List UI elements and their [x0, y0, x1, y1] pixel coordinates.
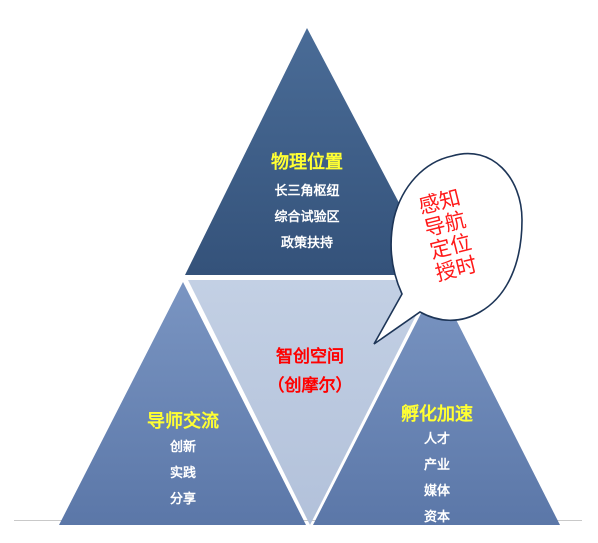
left-triangle [59, 282, 306, 525]
center-subtitle: （创摩尔） [267, 376, 353, 396]
top-item-2: 综合试验区 [274, 210, 340, 225]
right-item-3: 媒体 [423, 484, 450, 499]
center-triangle [188, 280, 434, 525]
left-title: 导师交流 [147, 411, 219, 432]
left-item-2: 实践 [169, 466, 196, 481]
right-triangle [313, 282, 560, 525]
center-title: 智创空间 [276, 347, 344, 367]
right-item-4: 资本 [423, 510, 450, 525]
right-item-1: 人才 [423, 432, 450, 447]
left-item-1: 创新 [169, 440, 196, 455]
left-item-3: 分享 [169, 492, 196, 507]
top-triangle [185, 28, 437, 275]
top-item-1: 长三角枢纽 [274, 184, 340, 199]
right-item-2: 产业 [423, 458, 450, 473]
top-title: 物理位置 [271, 152, 343, 173]
right-title: 孵化加速 [401, 404, 473, 425]
speech-bubble [373, 152, 523, 345]
top-item-3: 政策扶持 [280, 236, 333, 251]
